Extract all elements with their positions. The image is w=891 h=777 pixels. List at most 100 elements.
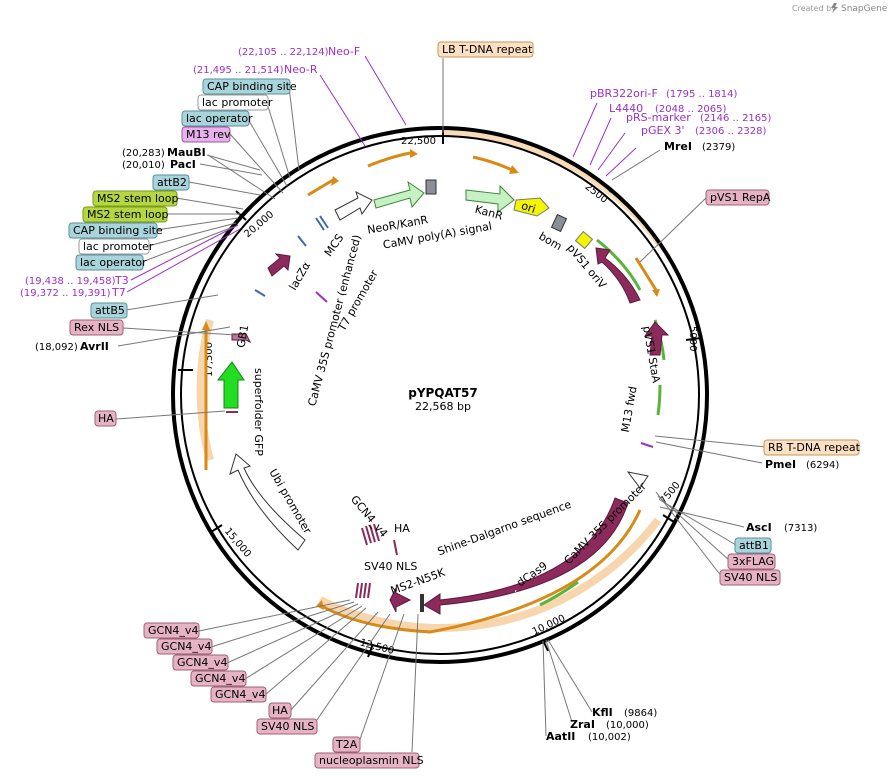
primer-pbr322orif-range: (1795 .. 1814) [666, 89, 738, 100]
feature-box-attb5[interactable]: attB5 [90, 302, 128, 319]
feature-box-ha-left[interactable]: HA [94, 410, 117, 427]
tick-label: 5000 [687, 326, 698, 351]
enzyme-kfli-pos: (9864) [624, 708, 657, 719]
feature-box-label: GCN4_v4 [177, 656, 227, 669]
camv35s-left-label: CaMV 35S promoter (enhanced) [305, 233, 363, 407]
enzyme-paci[interactable]: PacI [170, 158, 196, 171]
snapgene-brand: SnapGene [841, 4, 888, 14]
tick-label: 22,500 [401, 136, 436, 147]
feature-box-label: attB5 [95, 304, 125, 317]
enzyme-zrai[interactable]: ZraI [570, 718, 595, 731]
enzyme-pmei-pos: (6294) [806, 460, 839, 471]
left-enzyme-leaders [199, 154, 263, 176]
right-leaders [542, 149, 767, 737]
primer-prsmarker[interactable]: pRS-marker [626, 111, 691, 124]
feature-box-label: GCN4_v4 [195, 672, 245, 685]
feature-box-label: lac operator [186, 112, 253, 125]
feature-box-label: attB2 [157, 176, 187, 189]
feature-box-label: lac operator [80, 256, 147, 269]
bottom-leaders [198, 599, 419, 753]
enzyme-avrii-pos: (18,092) [35, 342, 78, 353]
feature-box-sv40-right[interactable]: SV40 NLS [719, 569, 781, 586]
enzyme-mrei-pos: (2379) [702, 142, 735, 153]
lacz-arrow [267, 253, 291, 277]
primer-neof-range: (22,105 .. 22,124) [238, 47, 329, 58]
primer-t3[interactable]: T3 [114, 274, 129, 287]
primer-neof[interactable]: Neo-F [328, 45, 360, 58]
feature-box-label: SV40 NLS [261, 720, 314, 733]
feature-box-gcn4-5[interactable]: GCN4_v4 [210, 686, 267, 703]
sv40-inner-label: SV40 NLS [364, 560, 417, 573]
feature-box-label: CAP binding site [207, 80, 297, 93]
feature-box-lacprom1[interactable]: lac promoter [197, 94, 273, 111]
feature-box-ha-bottom[interactable]: HA [268, 702, 292, 719]
bottom-feature-stripes [355, 523, 398, 599]
primer-l4440[interactable]: L4440 [609, 102, 643, 115]
feature-box-label: MS2 stem loop [97, 192, 179, 205]
feature-box-gcn4-2[interactable]: GCN4_v4 [156, 638, 213, 655]
primer-l4440-range: (2048 .. 2065) [655, 104, 727, 115]
feature-box-nucleoplasmin[interactable]: nucleoplasmin NLS [314, 752, 424, 769]
enzyme-paci-pos: (20,010) [122, 160, 165, 171]
camv35s-left-arrow [334, 191, 373, 221]
feature-box-rexnls[interactable]: Rex NLS [69, 319, 124, 336]
feature-box-label: Rex NLS [74, 321, 119, 334]
feature-box-label: SV40 NLS [724, 571, 777, 584]
primer-pbr322orif[interactable]: pBR322ori-F [590, 87, 658, 100]
feature-box-ms2-2[interactable]: MS2 stem loop [82, 206, 169, 223]
gb1-label: GB1 [234, 324, 251, 349]
feature-box-attb1[interactable]: attB1 [734, 537, 772, 554]
feature-box-t2a[interactable]: T2A [332, 736, 361, 753]
feature-box-lacprom2[interactable]: lac promoter [78, 238, 154, 255]
camv-polya-marker [425, 179, 437, 195]
pvs1-repa-arrow [595, 247, 641, 304]
enzyme-maubi-pos: (20,283) [122, 148, 165, 159]
enzyme-asci[interactable]: AscI [746, 521, 772, 534]
enzyme-kfli[interactable]: KflI [592, 706, 613, 719]
pvs1-oriv-marker [574, 230, 594, 250]
feature-box-gcn4-3[interactable]: GCN4_v4 [172, 654, 229, 671]
enzyme-avrii[interactable]: AvrII [80, 340, 109, 353]
ha-inner-label: HA [394, 522, 410, 535]
dcas9-arrow [423, 497, 629, 615]
plasmid-name: pYPQAT57 [408, 386, 478, 400]
feature-box-lacop1[interactable]: lac operator [181, 110, 253, 127]
feature-box-label: pVS1 RepA [710, 191, 771, 204]
feature-box-m13rev[interactable]: M13 rev [181, 126, 231, 143]
tick-label: 17,500 [204, 342, 215, 377]
feature-box-cap1[interactable]: CAP binding site [202, 78, 297, 95]
enzyme-aatii[interactable]: AatII [546, 730, 575, 743]
enzyme-mrei[interactable]: MreI [664, 140, 692, 153]
feature-box-ms2-1[interactable]: MS2 stem loop [92, 190, 179, 207]
feature-box-sv40-bottom[interactable]: SV40 NLS [256, 718, 318, 735]
primer-t7[interactable]: T7 [111, 286, 126, 299]
enzyme-pmei[interactable]: PmeI [765, 458, 796, 471]
feature-box-gcn4-4[interactable]: GCN4_v4 [190, 670, 247, 687]
primer-t3-range: (19,438 .. 19,458) [25, 276, 116, 287]
feature-box-label: lac promoter [83, 240, 154, 253]
feature-box-lacop2[interactable]: lac operator [75, 254, 147, 271]
enzyme-maubi[interactable]: MauBI [167, 146, 206, 159]
primer-pgex3-range: (2306 .. 2328) [695, 126, 767, 137]
shine-marker [420, 594, 424, 612]
kanr-arrow [465, 184, 515, 213]
feature-box-attb2[interactable]: attB2 [152, 174, 190, 191]
rb-tdna-arrow [626, 471, 649, 489]
feature-box-lb-tdna[interactable]: LB T-DNA repeat [437, 41, 534, 58]
feature-box-3xflag[interactable]: 3xFLAG [727, 553, 776, 570]
feature-box-gcn4-1[interactable]: GCN4_v4 [143, 622, 200, 639]
neor-arrow [373, 180, 425, 209]
feature-box-pvs1repa[interactable]: pVS1 RepA [705, 189, 771, 206]
feature-box-label: HA [272, 704, 288, 717]
primer-pgex3[interactable]: pGEX 3' [641, 124, 685, 137]
primer-neor[interactable]: Neo-R [284, 63, 318, 76]
plasmid-size: 22,568 bp [415, 400, 471, 413]
orange-arrowheads [202, 149, 660, 610]
mcs-label: MCS [322, 232, 347, 259]
feature-box-cap2[interactable]: CAP binding site [68, 222, 163, 239]
bom-label: bom [536, 230, 564, 253]
feature-box-label: LB T-DNA repeat [442, 43, 533, 56]
feature-box-rb-tdna[interactable]: RB T-DNA repeat [763, 439, 861, 456]
sfgfp-arrow [216, 361, 245, 409]
